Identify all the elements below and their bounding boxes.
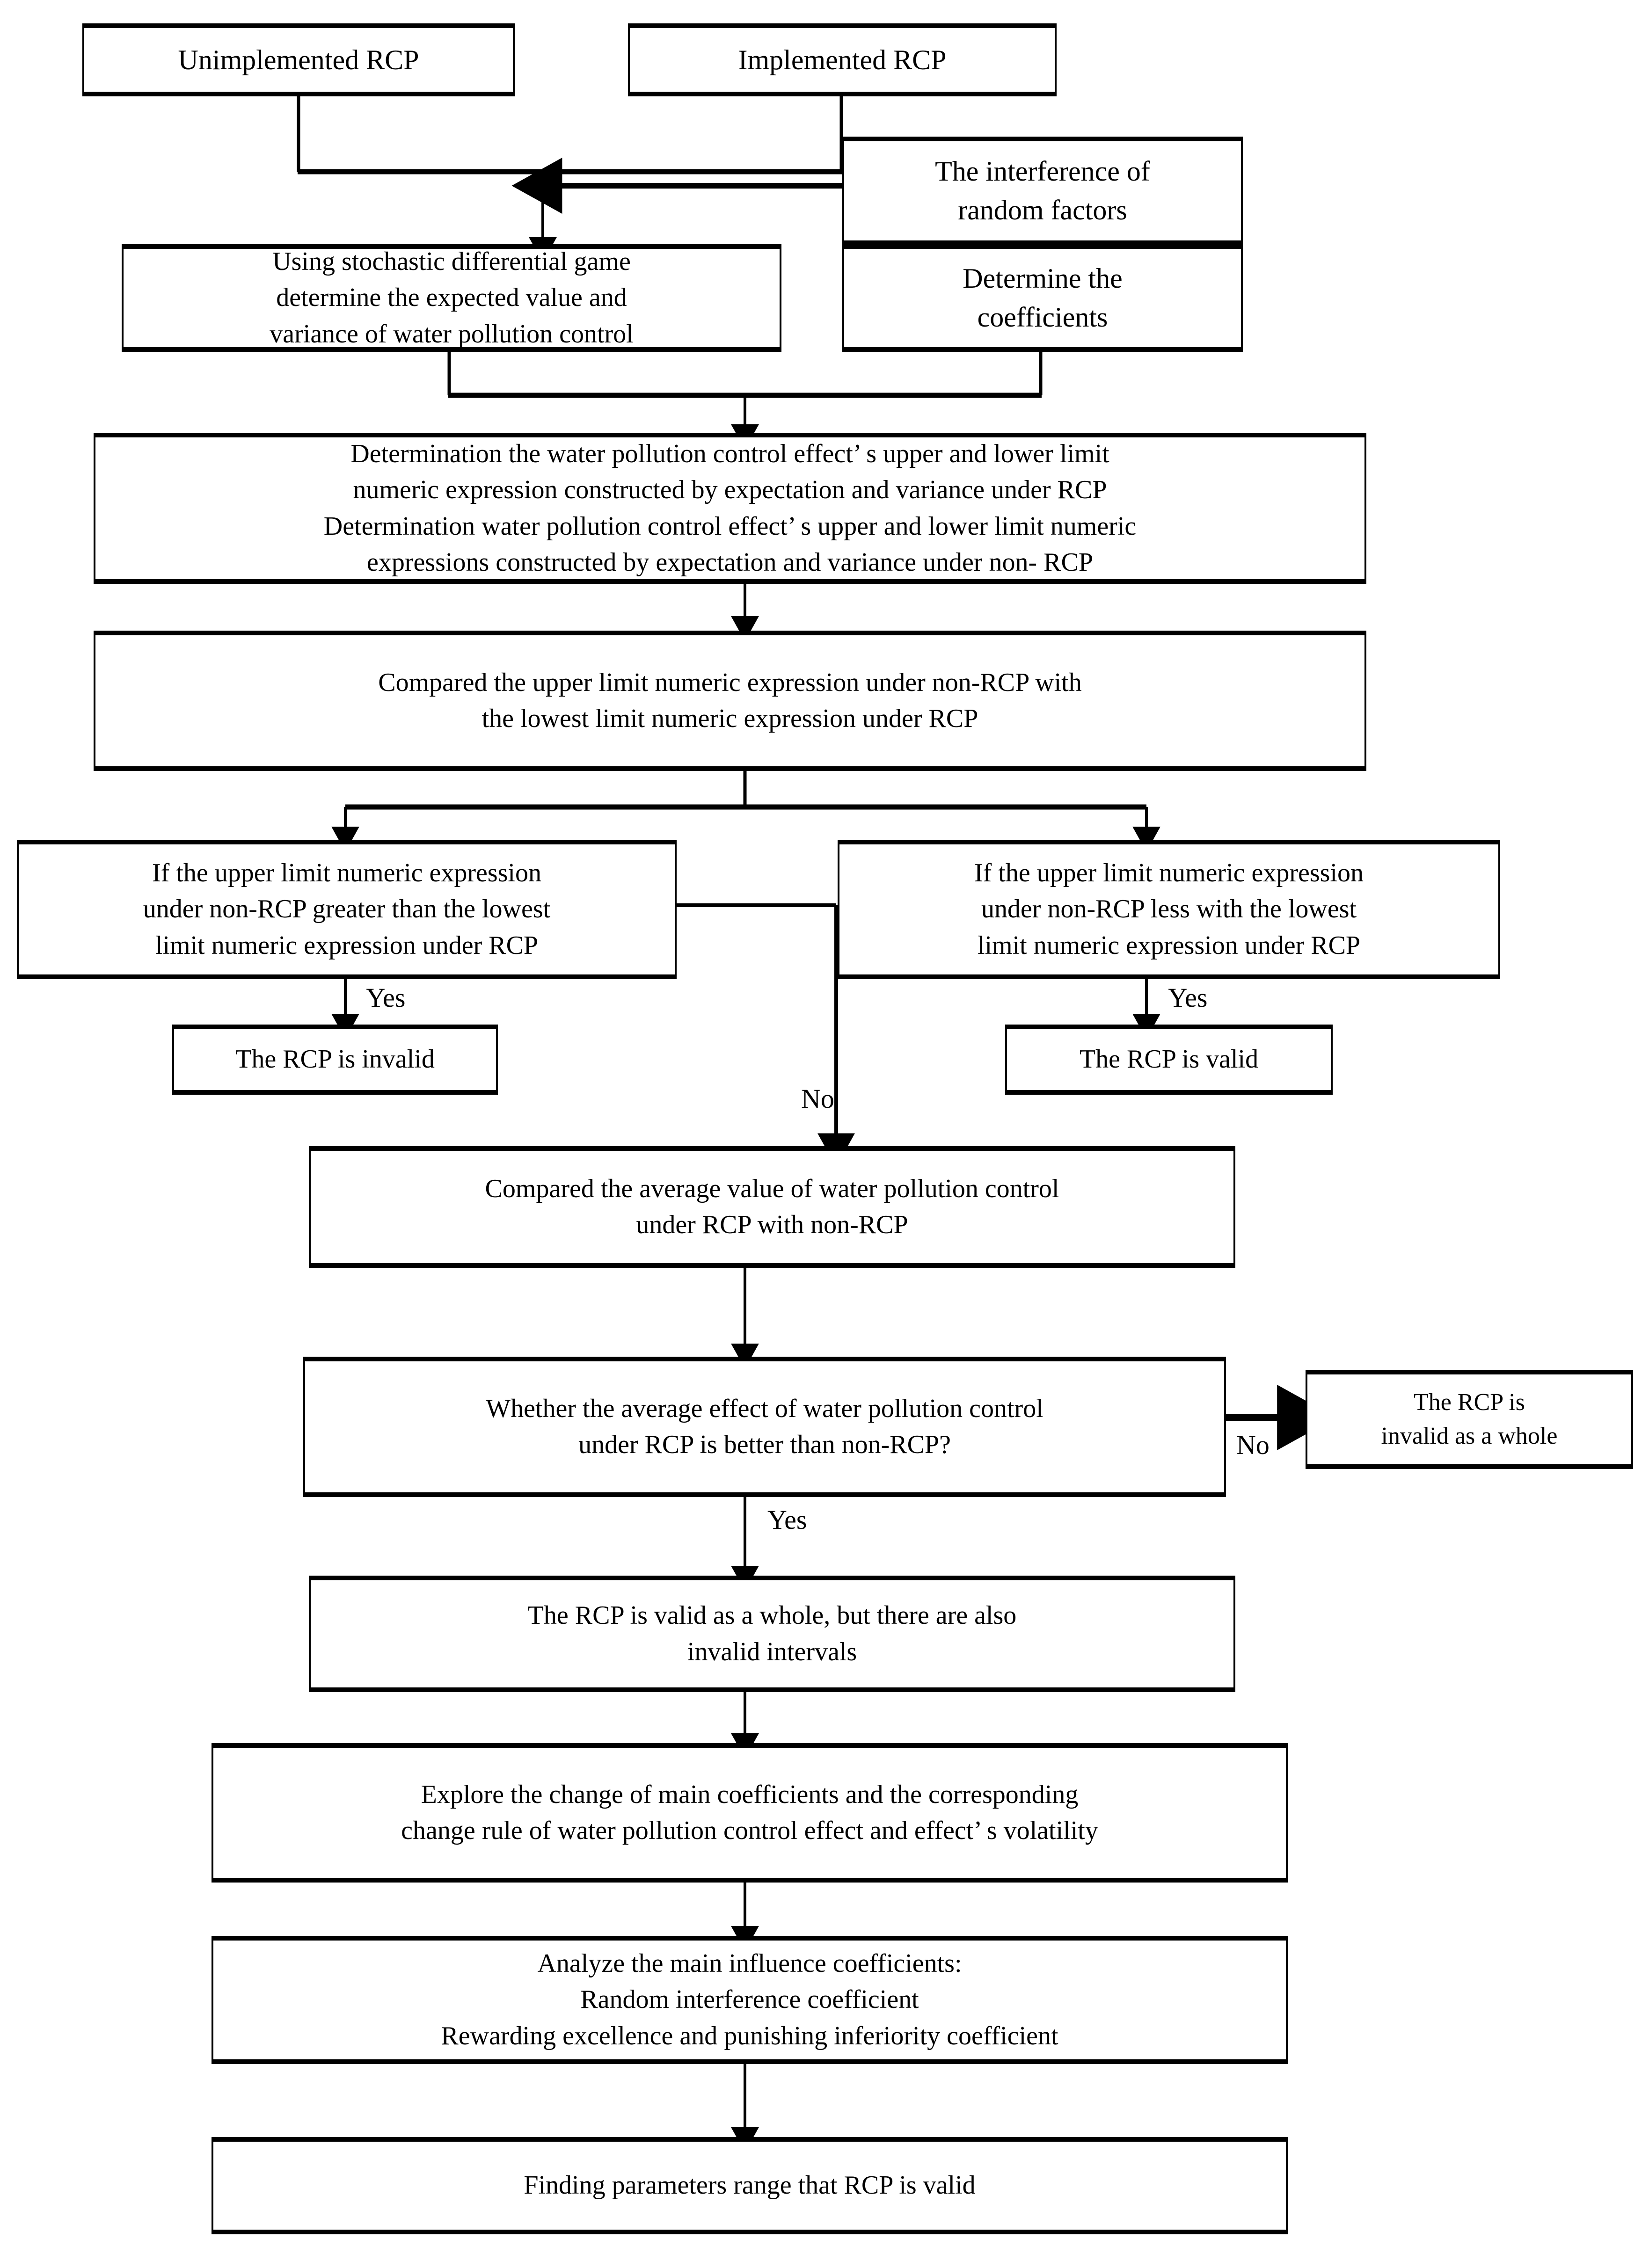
node-explore-change[interactable]: Explore the change of main coefficients … [212, 1743, 1288, 1883]
edge-label-no-right-text: No [1236, 1430, 1270, 1460]
node-determine-coefficients-label: Determine the coefficients [963, 263, 1123, 333]
node-valid-as-whole[interactable]: The RCP is valid as a whole, but there a… [309, 1576, 1235, 1692]
node-unimplemented-rcp-label: Unimplemented RCP [178, 44, 419, 75]
node-decision-average-better[interactable]: Whether the average effect of water poll… [303, 1357, 1226, 1497]
node-decision-upper-greater-label: If the upper limit numeric expression un… [143, 858, 551, 960]
edge-label-yes-right: Yes [1168, 984, 1207, 1011]
node-invalid-as-whole[interactable]: The RCP is invalid as a whole [1306, 1370, 1633, 1469]
node-rcp-invalid[interactable]: The RCP is invalid [172, 1025, 498, 1095]
node-compare-average-label: Compared the average value of water poll… [485, 1174, 1059, 1239]
node-implemented-rcp-label: Implemented RCP [738, 44, 947, 75]
node-determination-limits[interactable]: Determination the water pollution contro… [94, 433, 1366, 584]
node-rcp-invalid-label: The RCP is invalid [235, 1045, 435, 1074]
node-decision-upper-less[interactable]: If the upper limit numeric expression un… [838, 840, 1500, 979]
node-determine-coefficients[interactable]: Determine the coefficients [842, 244, 1243, 352]
edge-label-yes-left: Yes [366, 984, 405, 1011]
edge-label-no-middle: No [801, 1085, 834, 1112]
node-rcp-valid[interactable]: The RCP is valid [1005, 1025, 1333, 1095]
edge-label-yes-bottom: Yes [767, 1506, 807, 1534]
node-finding-parameters-label: Finding parameters range that RCP is val… [524, 2171, 976, 2200]
node-finding-parameters[interactable]: Finding parameters range that RCP is val… [212, 2137, 1288, 2234]
node-decision-average-better-label: Whether the average effect of water poll… [486, 1394, 1043, 1459]
node-compare-average[interactable]: Compared the average value of water poll… [309, 1146, 1235, 1268]
node-interference-random-factors[interactable]: The interference of random factors [842, 137, 1243, 245]
node-analyze-coefficients[interactable]: Analyze the main influence coefficients:… [212, 1936, 1288, 2064]
node-stochastic-differential-game-label: Using stochastic differential game deter… [270, 247, 634, 349]
node-decision-upper-less-label: If the upper limit numeric expression un… [974, 858, 1364, 960]
edge-label-yes-right-text: Yes [1168, 982, 1208, 1013]
node-compare-limits-label: Compared the upper limit numeric express… [378, 668, 1082, 733]
node-decision-upper-greater[interactable]: If the upper limit numeric expression un… [17, 840, 677, 979]
node-analyze-coefficients-label: Analyze the main influence coefficients:… [441, 1949, 1058, 2050]
node-determination-limits-label: Determination the water pollution contro… [323, 439, 1137, 577]
node-rcp-valid-label: The RCP is valid [1079, 1045, 1259, 1074]
edge-label-yes-left-text: Yes [366, 982, 406, 1013]
node-valid-as-whole-label: The RCP is valid as a whole, but there a… [527, 1601, 1017, 1666]
node-explore-change-label: Explore the change of main coefficients … [401, 1780, 1098, 1845]
node-compare-limits[interactable]: Compared the upper limit numeric express… [94, 631, 1366, 771]
node-implemented-rcp[interactable]: Implemented RCP [628, 23, 1057, 96]
edge-label-yes-bottom-text: Yes [767, 1505, 807, 1535]
node-unimplemented-rcp[interactable]: Unimplemented RCP [82, 23, 515, 96]
edge-label-no-right: No [1236, 1432, 1270, 1459]
edge-label-no-middle-text: No [801, 1083, 834, 1114]
node-invalid-as-whole-label: The RCP is invalid as a whole [1381, 1389, 1558, 1449]
node-interference-random-factors-label: The interference of random factors [935, 156, 1150, 225]
node-stochastic-differential-game[interactable]: Using stochastic differential game deter… [122, 244, 781, 352]
